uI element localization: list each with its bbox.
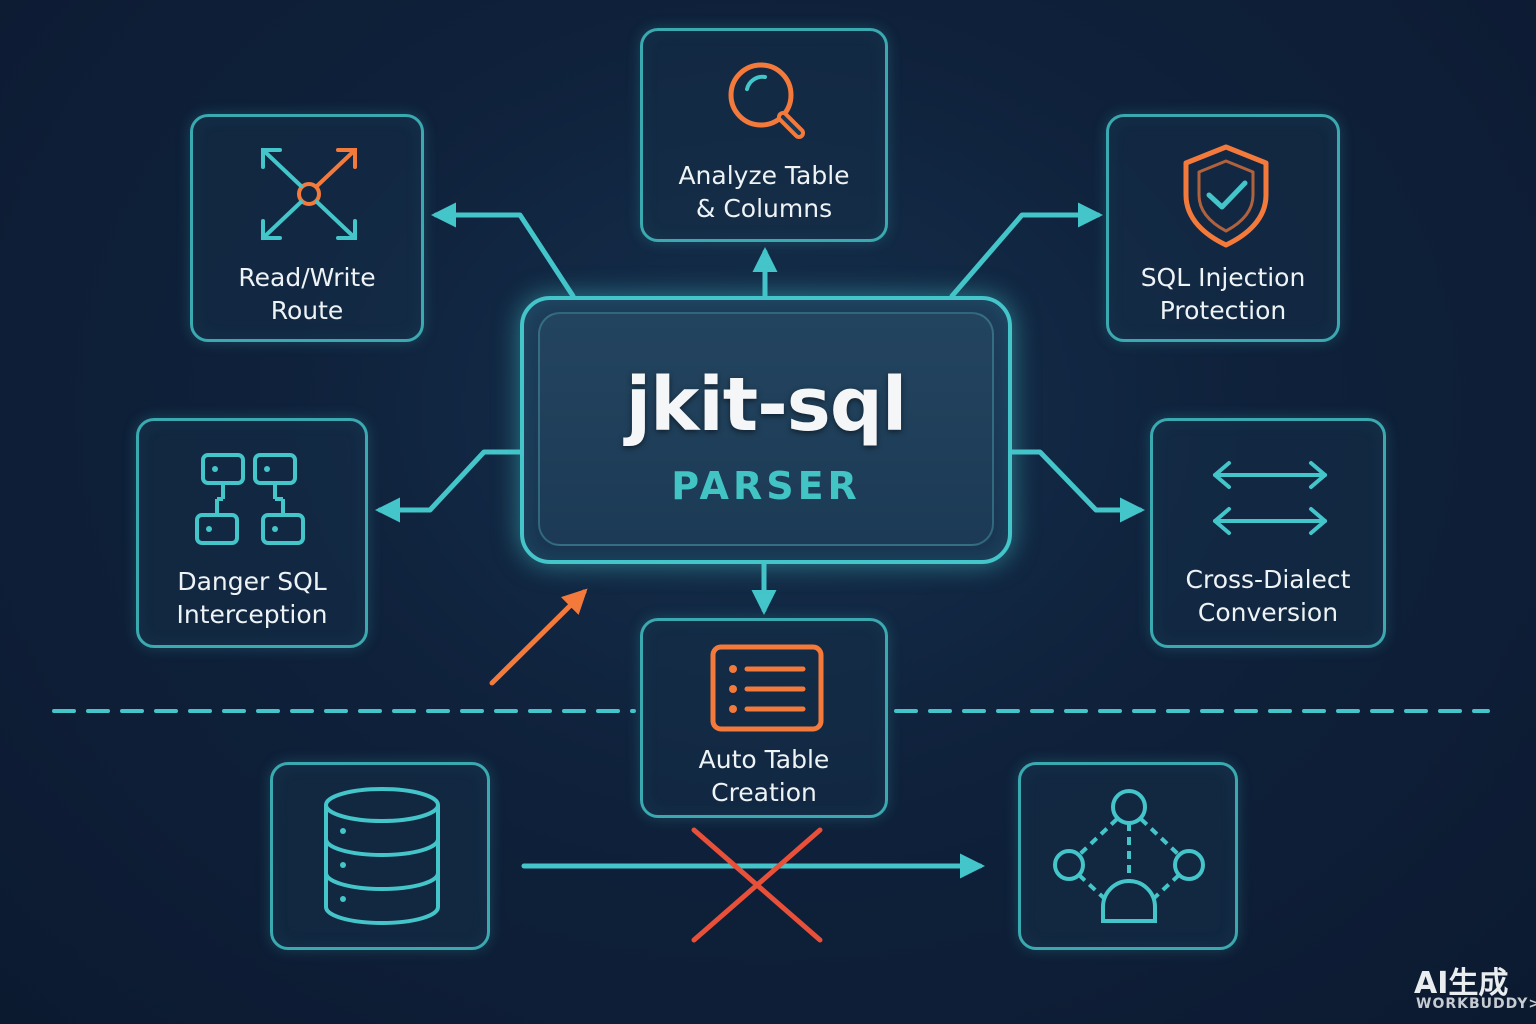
connector-injection xyxy=(949,202,1103,299)
connector-dialect xyxy=(1009,449,1145,523)
watermark-ai-label: AI生成 xyxy=(1414,966,1509,1001)
block-grid-icon xyxy=(195,453,305,545)
connector-danger xyxy=(375,449,523,523)
core-subtitle: PARSER xyxy=(671,464,861,508)
core-title: jkit-sql xyxy=(625,362,907,448)
node-autotable: Auto Table Creation xyxy=(640,618,888,818)
node-route-label: Read/Write Route xyxy=(238,263,376,325)
node-autotable-label: Auto Table Creation xyxy=(698,745,830,807)
node-injection-label: SQL Injection Protection xyxy=(1140,263,1306,325)
database-icon xyxy=(324,787,440,926)
node-analyze: Analyze Table & Columns xyxy=(640,28,888,242)
node-danger-label: Danger SQL Interception xyxy=(176,567,328,629)
node-route: Read/Write Route xyxy=(190,114,424,342)
node-injection: SQL Injection Protection xyxy=(1106,114,1340,342)
node-database xyxy=(270,762,490,950)
watermark-brand-label: WORKBUDDY>_ xyxy=(1416,996,1536,1012)
node-dialect-label: Cross-Dialect Conversion xyxy=(1185,565,1351,627)
orange-arrow xyxy=(489,588,588,686)
core-inner-panel xyxy=(538,312,994,546)
shield-check-icon xyxy=(1183,144,1269,248)
node-network xyxy=(1018,762,1238,950)
expand-arrows-icon xyxy=(261,148,357,240)
list-table-icon xyxy=(710,644,824,732)
node-dialect: Cross-Dialect Conversion xyxy=(1150,418,1386,648)
network-nodes-icon xyxy=(1053,789,1205,923)
blocked-cross xyxy=(691,827,823,943)
core-parser-box: jkit-sql PARSER xyxy=(520,296,1012,564)
connector-route xyxy=(431,202,576,299)
node-danger: Danger SQL Interception xyxy=(136,418,368,648)
double-arrows-icon xyxy=(1213,461,1327,535)
node-analyze-label: Analyze Table & Columns xyxy=(678,161,850,223)
magnifier-icon xyxy=(728,62,805,139)
